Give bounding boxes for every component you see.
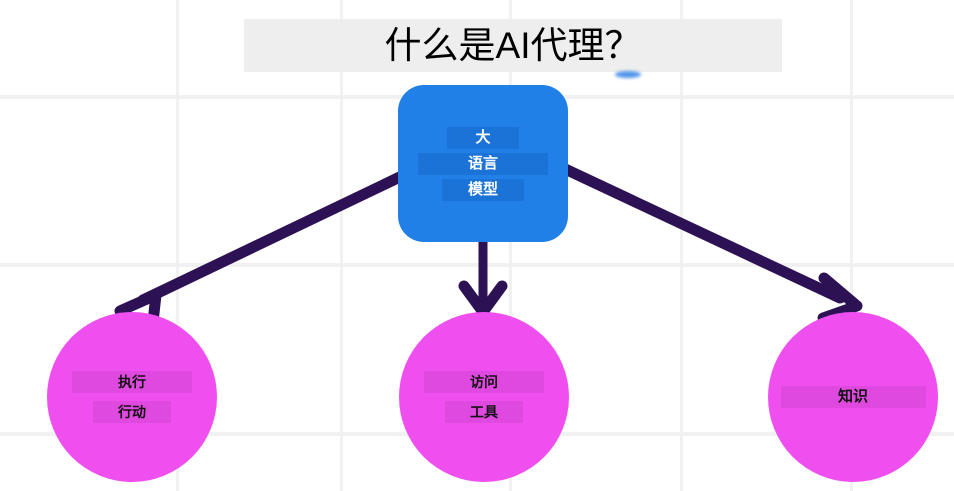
node-access-tools[interactable]: 访问 工具 <box>399 312 569 482</box>
node-llm-line-1: 大 <box>447 126 519 149</box>
page-title: 什么是AI代理？ <box>384 25 642 66</box>
node-knowledge-line-1: 知识 <box>780 386 926 408</box>
node-execute-actions[interactable]: 执行 行动 <box>47 312 217 482</box>
node-execute-actions-line-2: 行动 <box>93 401 171 423</box>
node-llm-line-3: 模型 <box>442 178 524 201</box>
node-access-tools-line-1: 访问 <box>424 371 544 393</box>
node-llm-line-2: 语言 <box>418 152 548 175</box>
node-access-tools-line-2: 工具 <box>445 401 523 423</box>
node-execute-actions-line-1: 执行 <box>72 371 192 393</box>
arrow-llm-to-execute <box>114 169 410 337</box>
blue-arc-artifact <box>615 71 641 78</box>
node-knowledge[interactable]: 知识 <box>768 312 938 482</box>
arrow-llm-to-knowledge <box>557 162 863 324</box>
arrow-llm-to-tools <box>458 235 508 318</box>
node-large-language-model[interactable]: 大 语言 模型 <box>398 85 568 242</box>
title-highlight-band <box>244 19 782 72</box>
